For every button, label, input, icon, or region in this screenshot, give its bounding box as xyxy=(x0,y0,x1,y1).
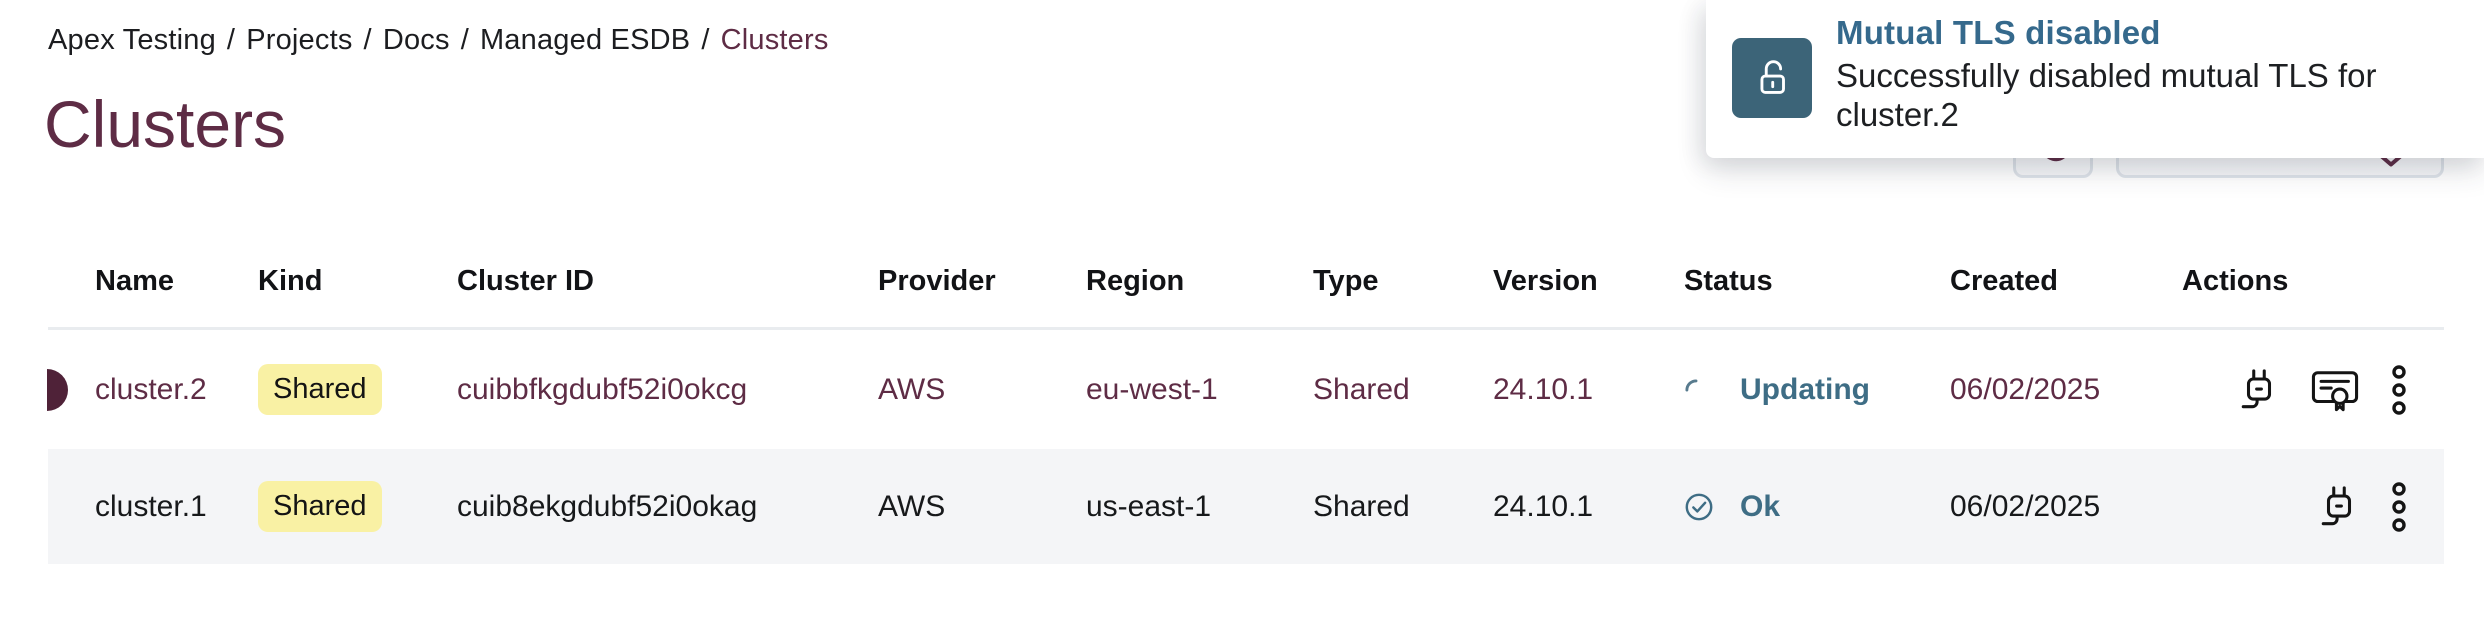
cluster-name[interactable]: cluster.2 xyxy=(95,372,207,406)
kind-cell: Shared xyxy=(258,364,457,415)
provider-cell: AWS xyxy=(878,489,946,523)
plug-icon[interactable] xyxy=(2238,367,2280,413)
region-cell: us-east-1 xyxy=(1086,489,1212,523)
unlock-icon xyxy=(1732,38,1812,118)
breadcrumb-separator: / xyxy=(460,24,469,56)
breadcrumb-item[interactable]: Managed ESDB xyxy=(479,24,691,56)
selected-row-marker xyxy=(47,368,68,411)
column-header-created: Created xyxy=(1950,264,2058,297)
column-header-region: Region xyxy=(1086,264,1185,297)
spinner-icon xyxy=(1684,378,1714,402)
cluster-id-cell: cuib8ekgdubf52i0okag xyxy=(457,489,758,523)
breadcrumb-item[interactable]: Docs xyxy=(382,24,450,56)
type-cell: Shared xyxy=(1313,372,1410,406)
created-cell: 06/02/2025 xyxy=(1950,372,2101,406)
breadcrumb-separator: / xyxy=(363,24,372,56)
breadcrumb: Apex Testing / Projects / Docs / Managed ESDB /… xyxy=(48,24,829,57)
actions-cell xyxy=(2182,364,2444,416)
kebab-menu-icon[interactable] xyxy=(2390,481,2408,533)
column-header-status: Status xyxy=(1684,264,1773,297)
status-cell: Updating xyxy=(1684,373,1950,407)
region-cell: eu-west-1 xyxy=(1086,372,1218,406)
breadcrumb-current: Clusters xyxy=(720,24,829,56)
kind-cell: Shared xyxy=(258,481,457,532)
kind-badge: Shared xyxy=(258,364,382,415)
name-cell: cluster.2 xyxy=(47,368,258,411)
provider-cell: AWS xyxy=(878,372,946,406)
certificate-icon[interactable] xyxy=(2310,367,2360,413)
kind-badge: Shared xyxy=(258,481,382,532)
kebab-menu-icon[interactable] xyxy=(2390,364,2408,416)
clusters-table: Name Kind Cluster ID Provider Region Type Vers… xyxy=(47,235,2444,564)
cluster-id-cell: cuibbfkgdubf52i0okcg xyxy=(457,372,748,406)
table-header: Name Kind Cluster ID Provider Region Type Vers… xyxy=(48,235,2444,330)
breadcrumb-item[interactable]: Apex Testing xyxy=(48,24,216,56)
column-header-name: Name xyxy=(95,264,174,297)
column-header-actions: Actions xyxy=(2182,264,2289,297)
created-cell: 06/02/2025 xyxy=(1950,489,2101,523)
name-cell: cluster.1 xyxy=(48,490,258,524)
cluster-name[interactable]: cluster.1 xyxy=(95,489,207,523)
table-row-cluster.1[interactable]: cluster.1 Shared cuib8ekgdubf52i0okag AWS us… xyxy=(48,449,2444,564)
status-cell: Ok xyxy=(1684,490,1950,524)
column-header-provider: Provider xyxy=(878,264,996,297)
table-row-cluster.2[interactable]: cluster.2 Shared cuibbfkgdubf52i0okcg AWS eu… xyxy=(47,330,2444,449)
column-header-cluster-id: Cluster ID xyxy=(457,264,594,297)
actions-cell xyxy=(2182,481,2444,533)
breadcrumb-separator: / xyxy=(226,24,236,56)
column-header-version: Version xyxy=(1493,264,1598,297)
page-title: Clusters xyxy=(44,87,287,161)
column-header-kind: Kind xyxy=(258,264,323,297)
version-cell: 24.10.1 xyxy=(1493,489,1594,523)
version-cell: 24.10.1 xyxy=(1493,372,1594,406)
column-header-type: Type xyxy=(1313,264,1379,297)
toast-notification[interactable]: Mutual TLS disabled Successfully disable… xyxy=(1706,0,2484,158)
toast-message: Successfully disabled mutual TLS for clu… xyxy=(1836,57,2377,133)
breadcrumb-item[interactable]: Projects xyxy=(246,24,353,56)
plug-icon[interactable] xyxy=(2318,484,2360,530)
type-cell: Shared xyxy=(1313,489,1410,523)
check-circle-icon xyxy=(1684,491,1714,523)
toast-title: Mutual TLS disabled xyxy=(1836,14,2161,51)
chevron-down-icon xyxy=(2378,153,2404,167)
breadcrumb-separator: / xyxy=(701,24,710,56)
status-label: Ok xyxy=(1740,489,1781,523)
status-label: Updating xyxy=(1740,372,1870,406)
